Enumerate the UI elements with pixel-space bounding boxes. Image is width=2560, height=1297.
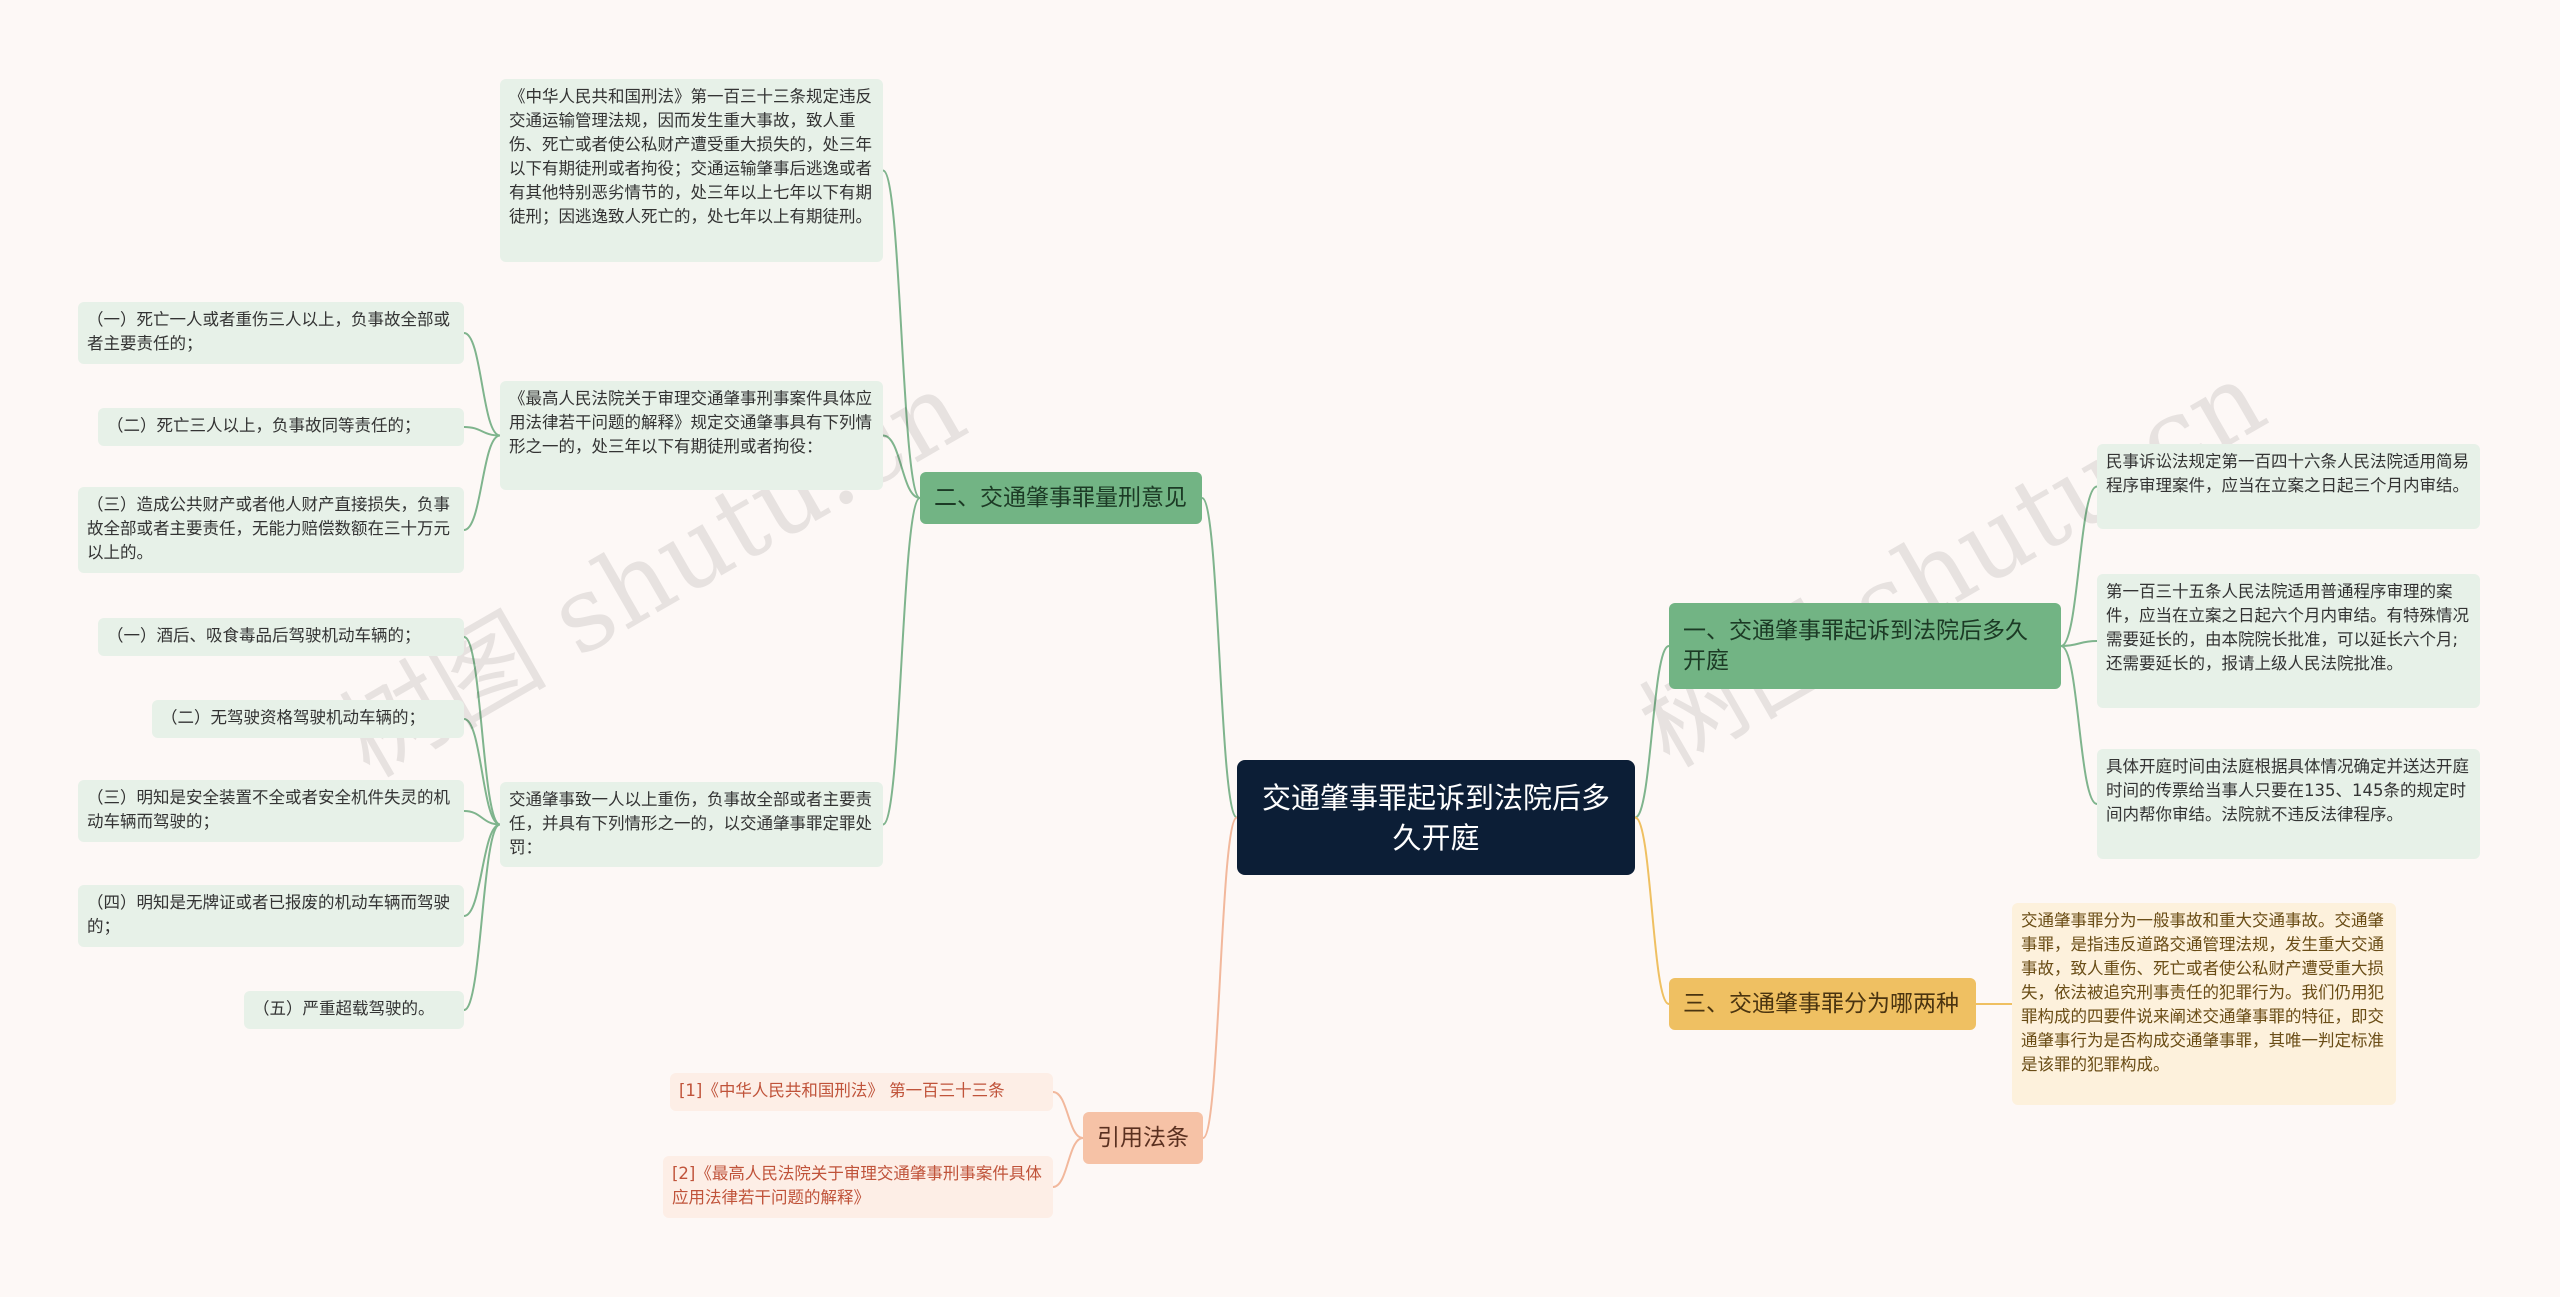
leaf-hearing-schedule[interactable]: 具体开庭时间由法庭根据具体情况确定并送达开庭时间的传票给当事人只要在135、14… — [2097, 749, 2480, 859]
link-injury-item-5 — [463, 823, 501, 1011]
link-root-types — [1634, 816, 1670, 1005]
link-trial-2 — [2060, 640, 2098, 647]
leaf-interpretation-item-3[interactable]: （三）造成公共财产或者他人财产直接损失，负事故全部或者主要责任，无能力赔偿数额在… — [78, 487, 464, 573]
leaf-summary-procedure[interactable]: 民事诉讼法规定第一百四十六条人民法院适用简易程序审理案件，应当在立案之日起三个月… — [2097, 444, 2480, 529]
link-interp-item-2 — [463, 426, 501, 437]
link-interp-item-1 — [463, 332, 501, 437]
leaf-serious-injury[interactable]: 交通肇事致一人以上重伤，负事故全部或者主要责任，并具有下列情形之一的，以交通肇事… — [500, 782, 883, 867]
leaf-interpretation-item-2[interactable]: （二）死亡三人以上，负事故同等责任的； — [98, 408, 464, 446]
link-interpretation — [882, 434, 921, 499]
branch-crime-types[interactable]: 三、交通肇事罪分为哪两种 — [1669, 978, 1976, 1030]
link-root-sentencing — [1201, 497, 1238, 819]
link-injury-item-1 — [463, 636, 501, 826]
link-injury-item-2 — [463, 718, 501, 826]
branch-cited-laws[interactable]: 引用法条 — [1083, 1112, 1203, 1164]
link-root-trial — [1634, 645, 1670, 819]
leaf-citation-1[interactable]: [1]《中华人民共和国刑法》 第一百三十三条 — [670, 1073, 1053, 1111]
leaf-citation-2[interactable]: [2]《最高人民法院关于审理交通肇事刑事案件具体应用法律若干问题的解释》 — [663, 1156, 1053, 1218]
branch-trial-timing[interactable]: 一、交通肇事罪起诉到法院后多久开庭 — [1669, 603, 2061, 689]
leaf-crime-types-explanation[interactable]: 交通肇事罪分为一般事故和重大交通事故。交通肇事罪，是指违反道路交通管理法规，发生… — [2012, 903, 2396, 1105]
link-injury-item-4 — [463, 823, 501, 917]
leaf-injury-item-3[interactable]: （三）明知是安全装置不全或者安全机件失灵的机动车辆而驾驶的； — [78, 780, 464, 842]
leaf-injury-item-1[interactable]: （一）酒后、吸食毒品后驾驶机动车辆的； — [98, 618, 464, 656]
leaf-interpretation-item-1[interactable]: （一）死亡一人或者重伤三人以上，负事故全部或者主要责任的； — [78, 302, 464, 364]
link-injury — [882, 497, 921, 826]
link-interp-item-3 — [463, 434, 501, 531]
link-injury-item-3 — [463, 810, 501, 826]
leaf-injury-item-4[interactable]: （四）明知是无牌证或者已报废的机动车辆而驾驶的； — [78, 885, 464, 947]
link-law133 — [882, 169, 921, 499]
branch-sentencing-opinion[interactable]: 二、交通肇事罪量刑意见 — [920, 472, 1202, 524]
leaf-injury-item-5[interactable]: （五）严重超载驾驶的。 — [244, 991, 464, 1029]
link-trial-1 — [2060, 485, 2098, 647]
leaf-criminal-law-133[interactable]: 《中华人民共和国刑法》第一百三十三条规定违反交通运输管理法规，因而发生重大事故，… — [500, 79, 883, 262]
leaf-judicial-interpretation[interactable]: 《最高人民法院关于审理交通肇事刑事案件具体应用法律若干问题的解释》规定交通肇事具… — [500, 381, 883, 490]
link-citation-1 — [1052, 1091, 1084, 1139]
leaf-injury-item-2[interactable]: （二）无驾驶资格驾驶机动车辆的； — [152, 700, 464, 738]
link-trial-3 — [2060, 645, 2098, 805]
leaf-ordinary-procedure[interactable]: 第一百三十五条人民法院适用普通程序审理的案件，应当在立案之日起六个月内审结。有特… — [2097, 574, 2480, 708]
link-citation-2 — [1052, 1137, 1084, 1188]
link-root-citations — [1202, 816, 1238, 1139]
central-topic[interactable]: 交通肇事罪起诉到法院后多久开庭 — [1237, 760, 1635, 875]
